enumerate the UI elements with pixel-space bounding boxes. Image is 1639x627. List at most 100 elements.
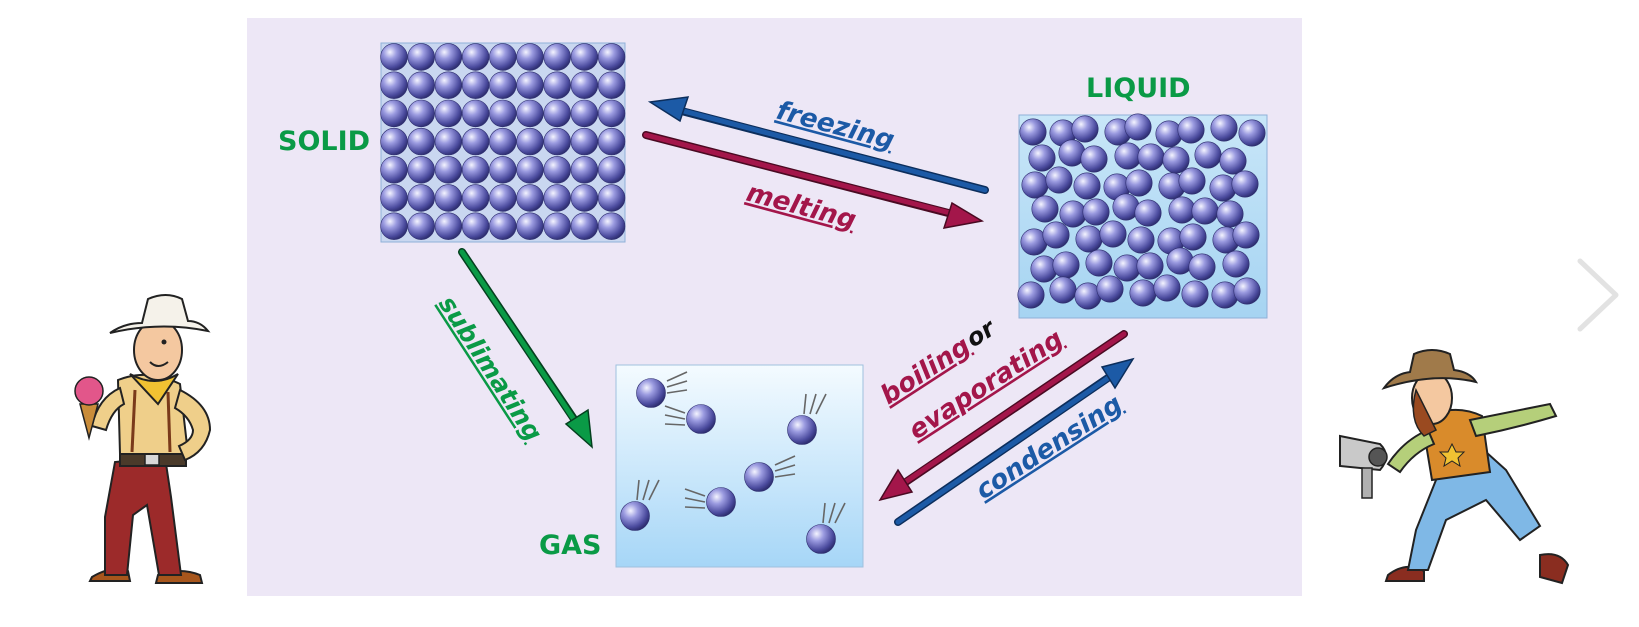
solid-particle xyxy=(489,156,517,184)
liquid-particle xyxy=(1238,119,1266,147)
solid-particle xyxy=(597,99,626,128)
liquid-particle xyxy=(1194,141,1222,169)
gas-particle-ball xyxy=(620,501,650,531)
liquid-particle xyxy=(1216,200,1244,228)
solid-particle xyxy=(434,71,463,99)
liquid-particle xyxy=(1134,199,1162,227)
liquid-particle xyxy=(1071,115,1099,143)
liquid-particle xyxy=(1181,280,1209,308)
liquid-particle xyxy=(1080,145,1108,173)
liquid-particle xyxy=(1075,225,1103,253)
solid-particle xyxy=(543,43,571,71)
liquid-particle xyxy=(1232,221,1260,249)
solid-particle xyxy=(570,99,599,128)
liquid-particle xyxy=(1233,277,1261,305)
liquid-particle xyxy=(1017,281,1045,309)
liquid-particle xyxy=(1162,146,1190,174)
solid-particle xyxy=(597,156,626,184)
gas-particle xyxy=(806,502,846,554)
liquid-particle xyxy=(1222,250,1250,278)
solid-particle xyxy=(407,212,435,240)
liquid-particle xyxy=(1179,223,1207,251)
solid-particle xyxy=(597,212,626,240)
solid-particle xyxy=(380,212,408,240)
liquid-label: LIQUID xyxy=(1086,73,1191,104)
chevron-right-icon[interactable] xyxy=(1570,255,1625,335)
liquid-particle xyxy=(1052,251,1080,279)
gas-particle xyxy=(664,404,716,434)
liquid-particle xyxy=(1231,170,1259,198)
solid-particle xyxy=(570,43,599,71)
liquid-particle xyxy=(1096,275,1124,303)
solid-particle xyxy=(570,212,599,240)
gas-particle-ball xyxy=(787,415,817,445)
solid-particle xyxy=(597,127,626,156)
solid-particle xyxy=(516,71,544,99)
liquid-particle xyxy=(1191,197,1219,225)
solid-particle xyxy=(434,212,463,240)
solid-particle-box xyxy=(380,42,626,243)
liquid-particle xyxy=(1113,254,1141,282)
solid-particle xyxy=(380,43,408,71)
solid-particle xyxy=(407,43,435,71)
gas-particle-ball xyxy=(636,378,666,408)
liquid-particle xyxy=(1049,276,1077,304)
solid-particle xyxy=(461,71,490,99)
liquid-particle xyxy=(1124,113,1152,141)
gas-particle-ball xyxy=(744,462,774,492)
solid-particle xyxy=(434,127,463,156)
solid-particle xyxy=(516,43,544,71)
cowboy-with-ice-cream-figure xyxy=(74,294,212,584)
solid-particle xyxy=(407,99,435,128)
solid-particle xyxy=(543,71,571,99)
solid-particle xyxy=(489,99,517,128)
gas-particle xyxy=(684,487,736,517)
solid-particle xyxy=(380,71,408,99)
solid-particle xyxy=(489,184,517,212)
gas-particle xyxy=(636,371,688,408)
liquid-particle xyxy=(1021,171,1049,199)
solid-particle xyxy=(434,99,463,128)
solid-particle xyxy=(489,71,517,99)
solid-particle xyxy=(516,212,544,240)
solid-particle xyxy=(489,212,517,240)
liquid-particle-box xyxy=(1017,113,1268,319)
solid-particle xyxy=(461,156,490,184)
liquid-particle xyxy=(1125,169,1153,197)
solid-particle xyxy=(597,71,626,99)
gas-particle-ball xyxy=(806,524,836,554)
solid-particle xyxy=(407,184,435,212)
solid-particle xyxy=(434,156,463,184)
solid-particle xyxy=(570,184,599,212)
liquid-particle xyxy=(1210,114,1238,142)
solid-particle xyxy=(461,99,490,128)
liquid-particle xyxy=(1045,166,1073,194)
solid-particle xyxy=(597,43,626,71)
melting-arrow xyxy=(642,131,985,229)
liquid-particle xyxy=(1073,172,1101,200)
solid-particle xyxy=(516,184,544,212)
solid-particle xyxy=(407,156,435,184)
solid-particle xyxy=(489,127,517,156)
solid-particle xyxy=(570,127,599,156)
liquid-particle xyxy=(1136,252,1164,280)
solid-particle xyxy=(570,156,599,184)
solid-particle xyxy=(597,184,626,212)
solid-particle xyxy=(380,156,408,184)
solid-particle xyxy=(461,127,490,156)
liquid-particle xyxy=(1188,253,1216,281)
solid-particle xyxy=(380,127,408,156)
solid-particle xyxy=(570,71,599,99)
gas-particle-ball xyxy=(686,404,716,434)
liquid-particle xyxy=(1028,144,1056,172)
solid-particle xyxy=(543,127,571,156)
liquid-particle xyxy=(1019,118,1047,146)
solid-particle xyxy=(434,184,463,212)
solid-particle xyxy=(461,184,490,212)
condensing-arrow xyxy=(894,357,1135,526)
solid-particle xyxy=(543,184,571,212)
gas-particle xyxy=(620,479,660,531)
solid-particle xyxy=(543,212,571,240)
gas-particle xyxy=(787,393,827,445)
